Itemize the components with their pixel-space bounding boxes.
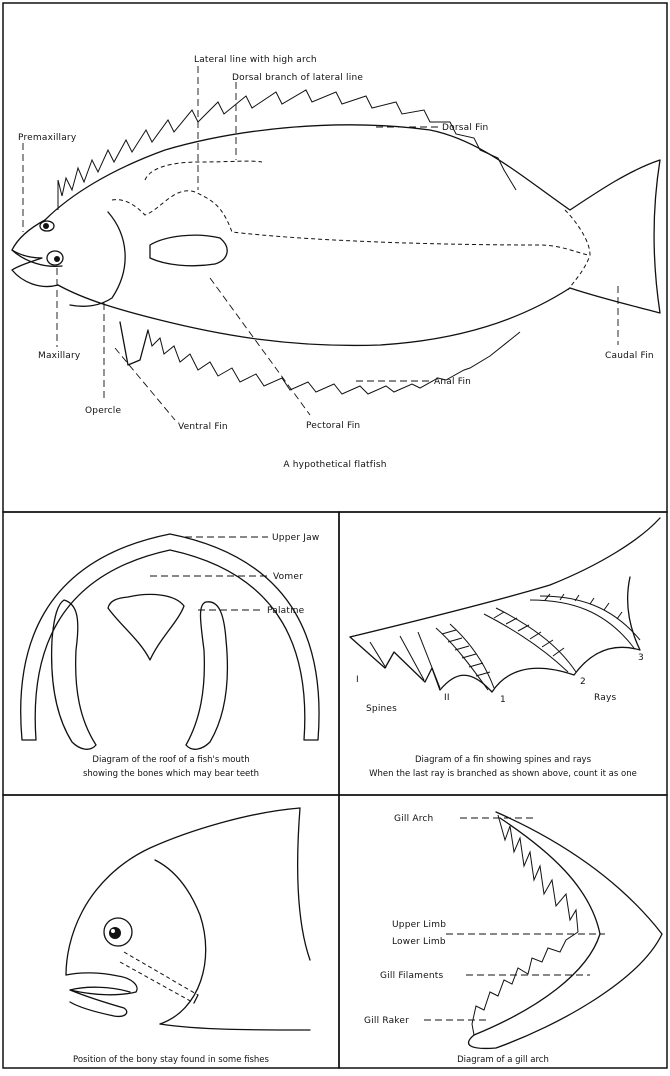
ray-2 <box>484 608 576 672</box>
label-pectoral-fin: Pectoral Fin <box>306 421 360 431</box>
flatfish-drawing <box>12 66 660 420</box>
label-spine-I: I <box>356 675 359 685</box>
mouth-roof-labels: Upper Jaw Vomer Palatine Diagram of the … <box>83 533 319 779</box>
label-palatine: Palatine <box>267 606 305 616</box>
spine-2 <box>400 636 424 680</box>
fin-caption-1: Diagram of a fin showing spines and rays <box>415 755 592 765</box>
fish-pupil <box>109 927 121 939</box>
flatfish-caption: A hypothetical flatfish <box>283 460 386 470</box>
vomer-bone <box>108 594 184 660</box>
label-ventral-fin: Ventral Fin <box>178 422 228 432</box>
bony-stay-caption: Position of the bony stay found in some … <box>73 1055 270 1065</box>
opercle-curve <box>70 212 125 306</box>
bony-stay-panel <box>3 795 339 1068</box>
dorsal-branch-line <box>145 161 262 180</box>
lateral-line <box>112 191 588 255</box>
head-outline <box>66 808 300 975</box>
label-premaxillary: Premaxillary <box>18 133 77 143</box>
gill-arch-drawing <box>424 812 662 1048</box>
palatine-right <box>186 602 227 749</box>
label-ray-2: 2 <box>580 677 586 687</box>
mouth-roof-drawing <box>21 534 319 749</box>
label-upper-limb: Upper Limb <box>392 920 446 930</box>
fin-drawing <box>350 518 660 692</box>
ray-1 <box>436 624 494 690</box>
fin-body-edge <box>350 518 660 637</box>
gill-arch-inner <box>474 818 600 1035</box>
mouth-roof-caption-2: showing the bones which may bear teeth <box>83 769 259 779</box>
bony-stay-labels: Position of the bony stay found in some … <box>73 1055 270 1065</box>
label-lateral-line-high-arch: Lateral line with high arch <box>194 55 317 65</box>
label-lower-limb: Lower Limb <box>392 937 446 947</box>
gill-arch-outer <box>469 812 662 1048</box>
upper-jaw-outer <box>21 534 319 740</box>
bony-stay-drawing <box>66 808 310 1030</box>
label-gill-arch: Gill Arch <box>394 814 433 824</box>
label-dorsal-branch: Dorsal branch of lateral line <box>232 73 363 83</box>
label-ray-1: 1 <box>500 695 506 705</box>
flatfish-labels: Lateral line with high arch Dorsal branc… <box>18 55 654 470</box>
mouth-roof-caption-1: Diagram of the roof of a fish's mouth <box>92 755 249 765</box>
gill-cover <box>155 860 206 1024</box>
label-anal-fin: Anal Fin <box>434 377 471 387</box>
pupil-lower <box>54 256 60 262</box>
label-vomer: Vomer <box>273 572 303 582</box>
label-spines: Spines <box>366 704 397 714</box>
label-dorsal-fin: Dorsal Fin <box>442 123 488 133</box>
dorsal-fin-serrated <box>58 90 516 196</box>
label-caudal-fin: Caudal Fin <box>605 351 654 361</box>
label-upper-jaw: Upper Jaw <box>272 533 319 543</box>
label-gill-filaments: Gill Filaments <box>380 971 444 981</box>
label-gill-raker: Gill Raker <box>364 1016 409 1026</box>
fin-margin <box>350 577 640 692</box>
gill-arch-caption: Diagram of a gill arch <box>457 1055 549 1065</box>
spine-1 <box>370 642 386 668</box>
fin-caption-2: When the last ray is branched as shown a… <box>369 769 637 779</box>
label-maxillary: Maxillary <box>38 351 81 361</box>
label-rays: Rays <box>594 693 616 703</box>
fin-labels: I II 1 2 3 Spines Rays Diagram of a fin … <box>356 653 644 779</box>
mouth-roof-panel <box>3 512 339 795</box>
label-spine-II: II <box>444 693 450 703</box>
lips <box>66 973 137 1017</box>
gill-arch-labels: Gill Arch Upper Limb Lower Limb Gill Fil… <box>364 814 549 1065</box>
fin-panel <box>339 512 667 795</box>
flatfish-body-outline <box>45 125 660 346</box>
gill-arch-panel <box>339 795 667 1068</box>
bony-stay <box>120 952 198 1003</box>
label-opercle: Opercle <box>85 406 121 416</box>
pupil-upper <box>43 223 49 229</box>
label-ray-3: 3 <box>638 653 644 663</box>
pectoral-fin-shape <box>150 235 227 266</box>
